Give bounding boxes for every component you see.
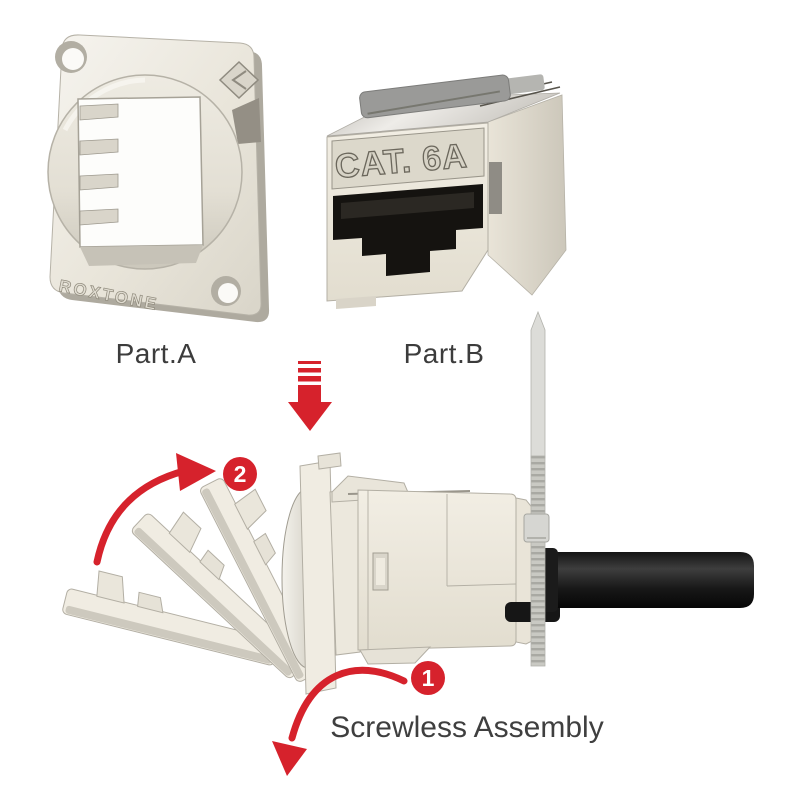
- jack-bottom-tab: [359, 646, 432, 665]
- latch-lever: [359, 74, 545, 119]
- serration-tooth: [79, 138, 119, 156]
- screw-hole-top-left-bore: [62, 48, 84, 70]
- part-b-keystone-illustration: CAT. 6A: [326, 74, 567, 309]
- cable: [552, 552, 754, 608]
- serration-tooth: [79, 103, 119, 121]
- zip-tie-head: [523, 513, 550, 543]
- assembly-caption: Screwless Assembly: [330, 711, 603, 744]
- part-a-frame-illustration: ROXTONE: [47, 34, 270, 323]
- zip-tie: [523, 310, 550, 667]
- boss-highlight: [62, 77, 146, 132]
- front-bottom-foot: [336, 296, 376, 309]
- step2-number: 2: [234, 461, 247, 487]
- step1-insert-arrow-icon: [272, 666, 408, 776]
- frame-corner-bevel: [232, 98, 261, 144]
- serration-tooth: [79, 173, 119, 191]
- jack-body-seams: [367, 490, 517, 649]
- roxtone-logo-icon: [218, 60, 260, 100]
- frame-plate-tab: [317, 452, 342, 470]
- part-b-label: Part.B: [404, 338, 485, 369]
- part-a-label: Part.A: [116, 338, 197, 369]
- rj45-contacts: [341, 192, 474, 219]
- serration-tooth: [79, 208, 119, 226]
- jack-side-window-inner: [376, 558, 385, 585]
- step1-badge: 1: [411, 661, 445, 695]
- step2-badge: 2: [223, 457, 257, 491]
- category-plate: [331, 127, 485, 190]
- zip-tie-ribbed-strap: [530, 455, 546, 667]
- side-clip-window: [489, 162, 502, 214]
- opening-inner-wall: [80, 245, 203, 266]
- step1-number: 1: [422, 665, 435, 691]
- step2-rotate-arrow-icon: [93, 453, 216, 566]
- zip-tie-upper-strap: [530, 310, 546, 459]
- screw-hole-bottom-right-bore: [218, 283, 238, 303]
- insert-direction-arrow-icon: [288, 361, 332, 431]
- keystone-opening: [77, 96, 204, 248]
- assembly-illustration: [61, 310, 754, 695]
